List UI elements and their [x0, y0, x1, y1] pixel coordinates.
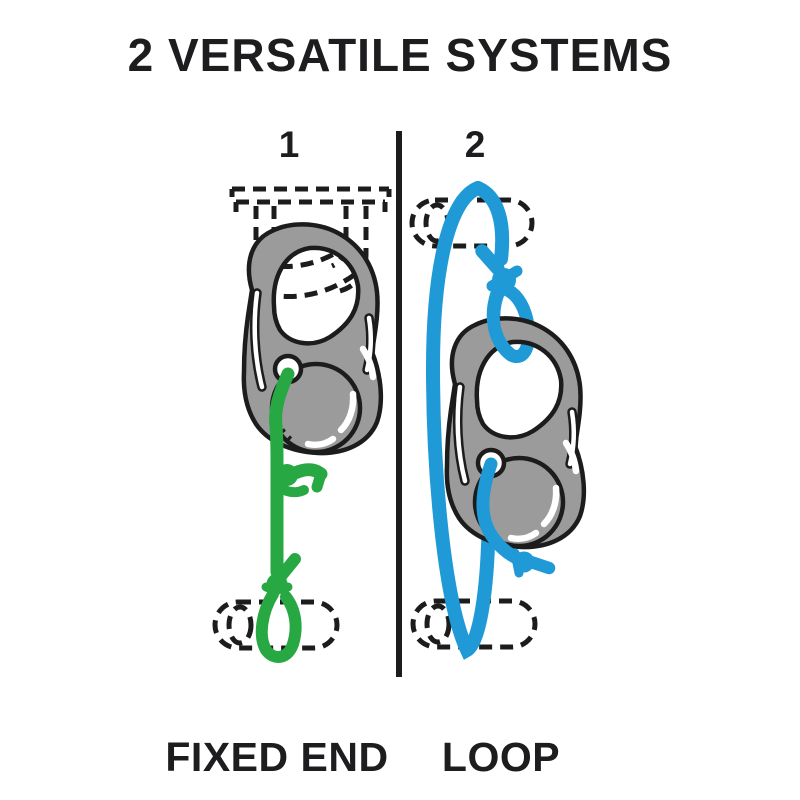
- dial-strand: [476, 457, 526, 566]
- cord-big-loop: [425, 181, 496, 660]
- dashed-cylinder-icon-bottom: [410, 598, 538, 650]
- top-knot-free-end: [475, 244, 505, 276]
- cylinder-outline: [212, 599, 340, 651]
- cord-main-strand: [269, 367, 295, 579]
- cord-loop-top-branch: [471, 181, 510, 266]
- top-knot-wrap: [486, 265, 523, 292]
- hitch-knot-nub: [277, 484, 309, 498]
- stopper-knot-wrap: [261, 582, 293, 594]
- panel-2-label: LOOP: [441, 734, 561, 780]
- cord-end-loop: [255, 588, 302, 663]
- cylinder-outline: [410, 598, 538, 650]
- panel-1-number: 1: [278, 124, 300, 165]
- dashed-cylinder-icon-top: [409, 197, 535, 249]
- panel-loop: [409, 181, 584, 660]
- rail-end-ticks: [229, 189, 392, 212]
- carabiner-left: [244, 224, 381, 453]
- hitch-knot-tail-stub: [311, 468, 327, 493]
- stopper-knot-tail: [276, 553, 301, 581]
- panel-1-label: FIXED END: [165, 734, 389, 780]
- page-title: 2 VERSATILE SYSTEMS: [127, 29, 673, 81]
- blue-cord-front: [475, 244, 556, 578]
- panel-fixed-end: [212, 186, 392, 663]
- cylinder-end-cap: [226, 604, 254, 646]
- cord-hitch-loop-front: [486, 286, 517, 361]
- panel-divider-line: [396, 131, 402, 677]
- cylinder-outline: [409, 197, 535, 249]
- green-cord: [255, 367, 328, 663]
- dashed-cylinder-icon: [212, 599, 340, 651]
- stopper-knot-tail: [524, 555, 556, 575]
- stopper-knot-wrap: [510, 548, 524, 578]
- panel-2-number: 2: [464, 124, 486, 165]
- cylinder-end-cap: [424, 603, 452, 645]
